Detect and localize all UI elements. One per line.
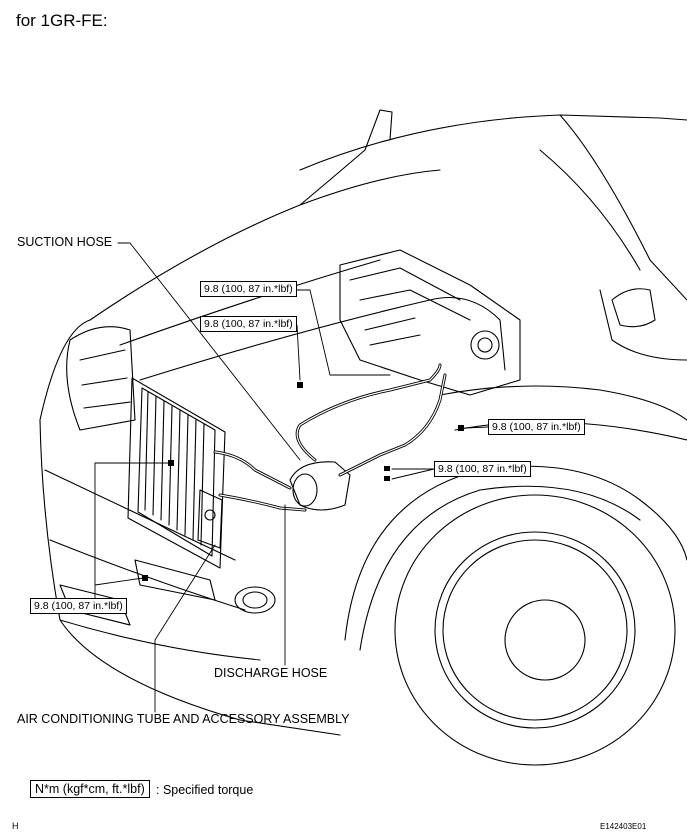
torque-label: 9.8 (100, 87 in.*lbf) [200, 316, 297, 333]
bolt-right [458, 425, 464, 431]
compressor [289, 461, 351, 511]
bolt-condenser [168, 460, 174, 466]
side-mirror [611, 288, 656, 328]
leader-torque-5 [94, 462, 171, 599]
tire [394, 494, 676, 766]
torque-unit-box: N*m (kgf*cm, ft.*lbf) [30, 780, 150, 798]
front-bumper [39, 419, 341, 736]
a-pillar [559, 114, 687, 301]
bolt-hvac [297, 382, 303, 388]
ac-tube-assembly-label: AIR CONDITIONING TUBE AND ACCESSORY ASSE… [17, 712, 350, 726]
fog-lamp [234, 586, 276, 614]
legend-description: : Specified torque [156, 783, 254, 797]
bolt-compressor-b [384, 476, 390, 481]
discharge-hose-label: DISCHARGE HOSE [214, 666, 328, 680]
bolt-lower [142, 575, 148, 581]
corner-code: H [12, 821, 19, 831]
grille [66, 326, 136, 431]
windshield-outline [299, 114, 687, 171]
leader-torque-3 [464, 426, 489, 429]
leader-ac-tube [154, 544, 216, 713]
hood-outline [89, 169, 441, 321]
torque-label: 9.8 (100, 87 in.*lbf) [30, 598, 127, 615]
leader-torque-4 [391, 468, 435, 480]
torque-label: 9.8 (100, 87 in.*lbf) [488, 419, 585, 436]
leader-torque-1 [296, 289, 391, 376]
hvac-unit [339, 249, 521, 396]
rim [434, 531, 636, 729]
bolt-compressor-a [384, 466, 390, 471]
suction-hose-label: SUCTION HOSE [17, 235, 113, 249]
torque-label: 9.8 (100, 87 in.*lbf) [200, 281, 297, 298]
condenser [127, 377, 226, 569]
figure-code: E142403E01 [600, 822, 647, 831]
torque-label: 9.8 (100, 87 in.*lbf) [434, 461, 531, 478]
leader-torque-2 [296, 324, 301, 381]
fender-outline [439, 385, 687, 421]
leader-suction-hose [117, 242, 301, 461]
page-title: for 1GR-FE: [16, 11, 108, 30]
